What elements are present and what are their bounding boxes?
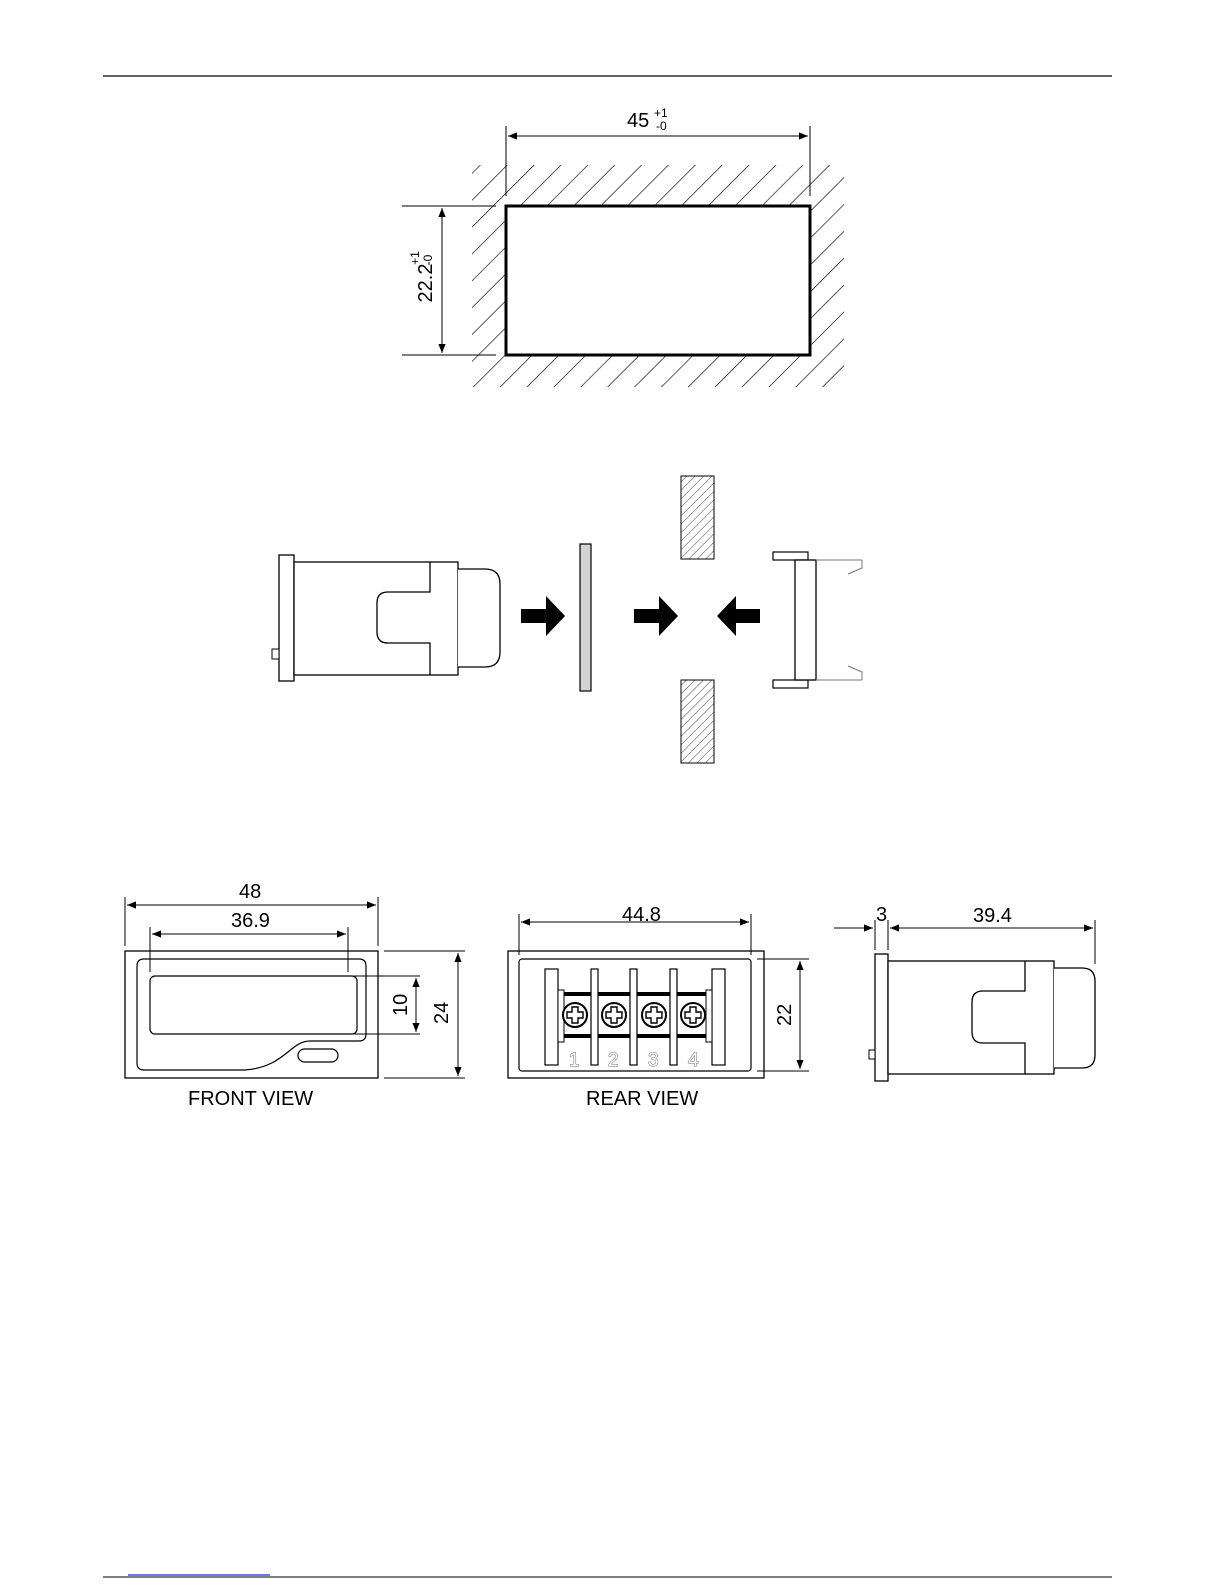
body-depth-label: 39.4 (973, 906, 1012, 926)
rear-height-label: 22 (775, 1004, 795, 1026)
front-height-label: 24 (432, 1002, 452, 1024)
terminal-label-4: 4 (688, 1051, 699, 1070)
front-view-drawing (125, 897, 465, 1078)
cutout-rectangle (506, 206, 810, 355)
cutout-height-tolerance-plus: +1 (409, 248, 421, 268)
front-width-label: 48 (239, 882, 261, 902)
panel-section-top (681, 476, 714, 559)
terminal-label-2: 2 (608, 1051, 619, 1070)
counter-unit (272, 555, 500, 681)
insert-arrow-3 (717, 596, 760, 636)
side-view-drawing (834, 920, 1095, 1081)
display-window (150, 976, 357, 1034)
reset-button (298, 1049, 338, 1062)
insert-arrow-1 (521, 596, 565, 636)
bezel-depth-label: 3 (876, 905, 887, 925)
terminal-screw-1 (563, 1003, 587, 1027)
cutout-height-tolerance-minus: -0 (422, 250, 434, 270)
insert-arrow-2 (634, 596, 678, 636)
cutout-width-tolerance-plus: +1 (654, 107, 668, 119)
terminal-label-3: 3 (648, 1051, 659, 1070)
window-width-label: 36.9 (231, 911, 270, 931)
cutout-width-tolerance-minus: -0 (656, 120, 667, 132)
panel-section-bottom (681, 680, 714, 763)
cutout-width-label: 45 (627, 111, 649, 131)
terminal-label-1: 1 (569, 1051, 580, 1070)
gasket (580, 544, 591, 691)
front-view-caption: FRONT VIEW (188, 1089, 313, 1109)
mounting-bracket (773, 552, 862, 688)
mounting-sequence-drawing (272, 476, 862, 763)
terminal-screw-3 (642, 1003, 666, 1027)
terminal-screw-4 (681, 1003, 705, 1027)
window-height-label: 10 (391, 994, 411, 1016)
rear-width-label: 44.8 (622, 905, 661, 925)
terminal-screw-2 (602, 1003, 626, 1027)
panel-cutout-drawing (402, 126, 844, 387)
rear-view-caption: REAR VIEW (586, 1089, 698, 1109)
